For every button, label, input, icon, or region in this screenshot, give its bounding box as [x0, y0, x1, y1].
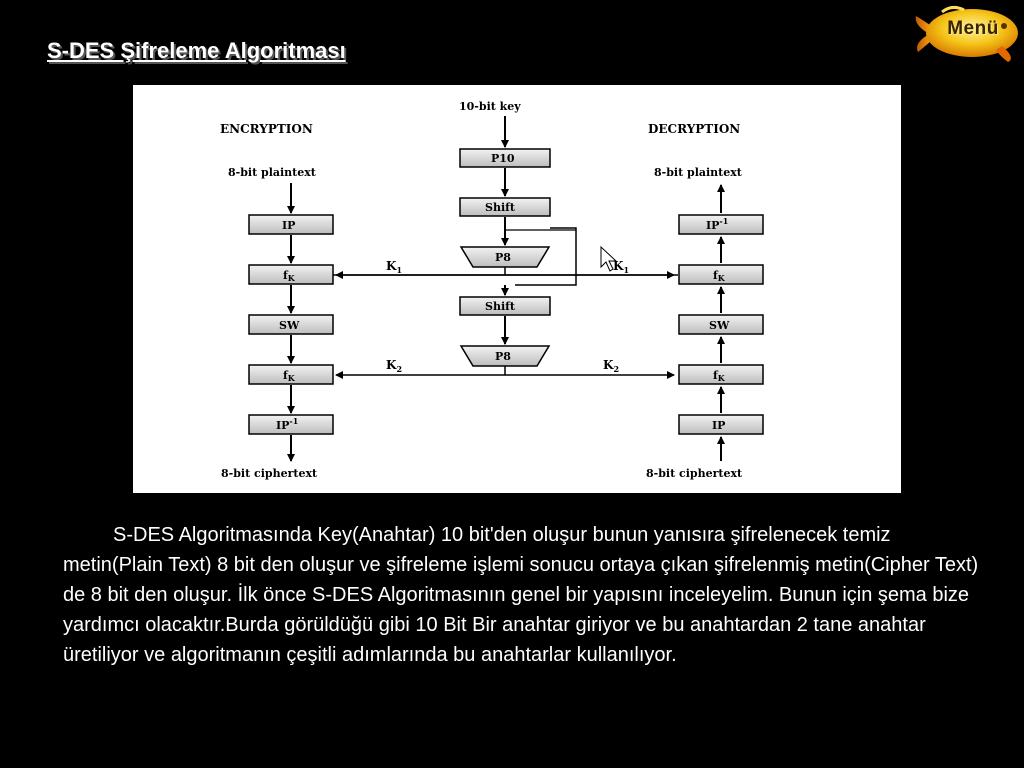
dec-fk2-sub: K: [718, 373, 726, 383]
dec-fk1-sub: K: [718, 273, 726, 283]
menu-button[interactable]: Menü: [912, 2, 1022, 64]
enc-ipinv-sup: -1: [289, 416, 298, 426]
shift1-label: Shift: [485, 201, 516, 214]
p8-block-2: P8: [461, 346, 549, 366]
p10-label: P10: [491, 152, 515, 165]
sdes-diagram: ENCRYPTION 8-bit plaintext IP fK SW fK I…: [133, 85, 901, 493]
enc-fk2-block: fK: [249, 365, 333, 384]
p8-2-label: P8: [495, 350, 511, 363]
enc-ipinv-label: IP: [276, 419, 289, 432]
description-paragraph: S-DES Algoritmasında Key(Anahtar) 10 bit…: [63, 520, 983, 670]
enc-fk2-sub: K: [288, 373, 296, 383]
shift1-block: Shift: [460, 198, 550, 216]
dec-ipinv-label: IP: [706, 219, 719, 232]
menu-label: Menü: [930, 18, 1016, 40]
enc-ciphertext-label: 8-bit ciphertext: [221, 467, 318, 480]
enc-ip-label: IP: [282, 219, 295, 232]
k2-left-label: K2: [386, 358, 402, 374]
key-input-label: 10-bit key: [459, 100, 521, 113]
p10-block: P10: [460, 149, 550, 167]
dec-ip-block: IP: [679, 415, 763, 434]
k2-right-label: K2: [603, 358, 619, 374]
encryption-heading: ENCRYPTION: [220, 122, 313, 136]
decryption-heading: DECRYPTION: [648, 122, 740, 136]
enc-ip-block: IP: [249, 215, 333, 234]
enc-sw-label: SW: [279, 319, 300, 332]
dec-ip-label: IP: [712, 419, 725, 432]
dec-ip-inverse-block: IP-1: [679, 215, 763, 234]
enc-fk1-block: fK: [249, 265, 333, 284]
p8-1-label: P8: [495, 251, 511, 264]
enc-ip-inverse-block: IP-1: [249, 415, 333, 434]
enc-fk1-sub: K: [288, 273, 296, 283]
dec-sw-block: SW: [679, 315, 763, 334]
enc-sw-block: SW: [249, 315, 333, 334]
enc-plaintext-label: 8-bit plaintext: [228, 166, 317, 179]
dec-ipinv-sup: -1: [719, 216, 728, 226]
dec-plaintext-label: 8-bit plaintext: [654, 166, 743, 179]
shift2-label: Shift: [485, 300, 516, 313]
shift2-block: Shift: [460, 297, 550, 315]
dec-sw-label: SW: [709, 319, 730, 332]
dec-fk2-block: fK: [679, 365, 763, 384]
p8-block-1: P8: [461, 247, 549, 267]
k1-left-label: K1: [386, 259, 402, 275]
dec-ciphertext-label: 8-bit ciphertext: [646, 467, 743, 480]
slide-title: S-DES Şifreleme Algoritması: [47, 38, 346, 64]
dec-fk1-block: fK: [679, 265, 763, 284]
